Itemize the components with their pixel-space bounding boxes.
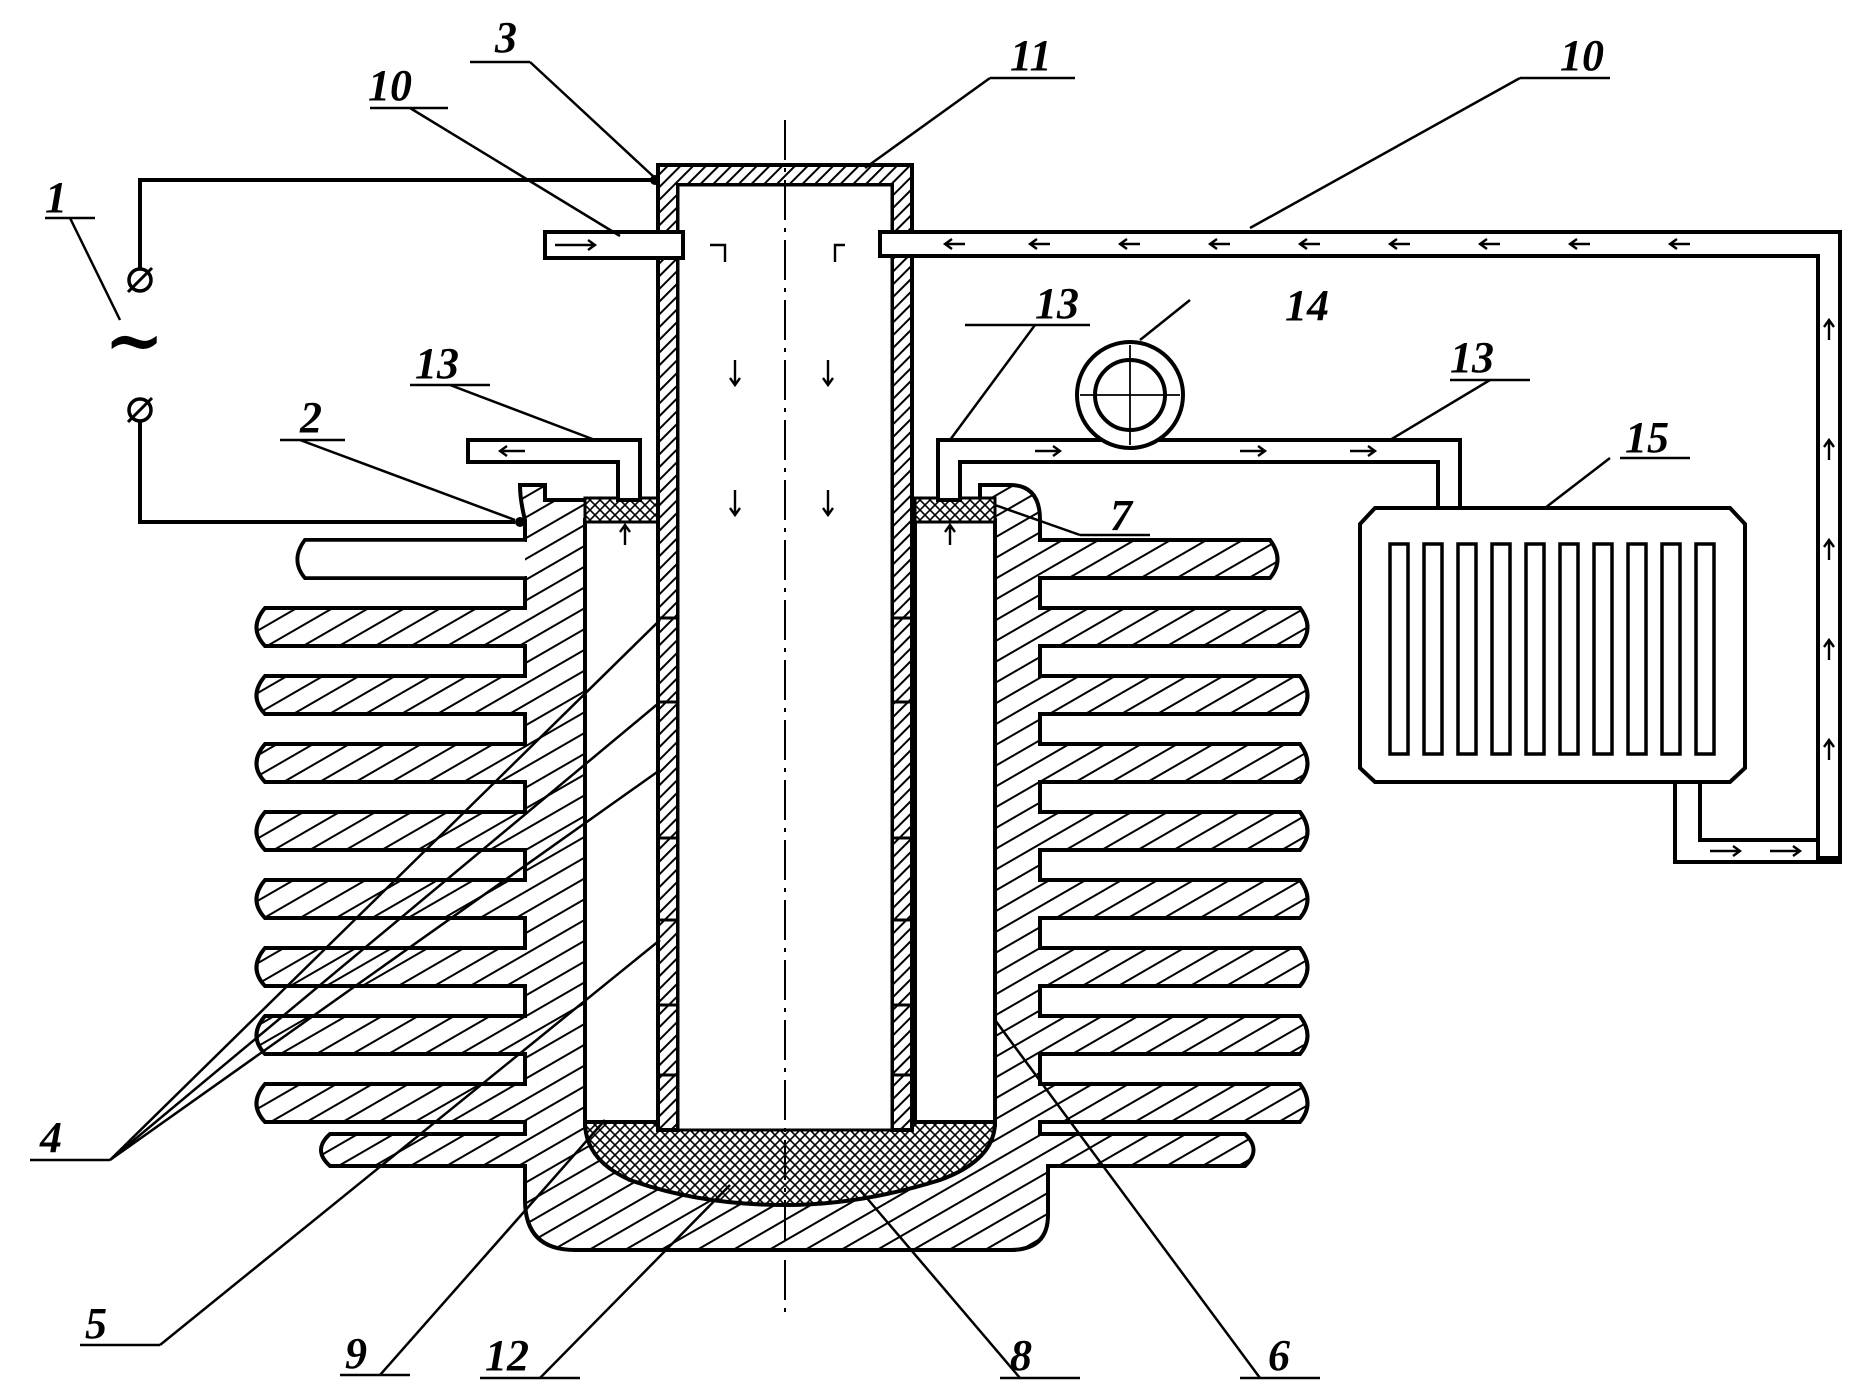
label-10-left: 10 bbox=[368, 61, 412, 110]
power-source: ~ bbox=[104, 175, 660, 527]
label-13-mid: 13 bbox=[1035, 279, 1079, 328]
label-7: 7 bbox=[1110, 491, 1134, 540]
label-13-right: 13 bbox=[1450, 333, 1494, 382]
label-12: 12 bbox=[485, 1331, 529, 1380]
wall-segment-marks bbox=[658, 616, 912, 1077]
label-14: 14 bbox=[1285, 281, 1329, 330]
label-8: 8 bbox=[1010, 1331, 1032, 1380]
outlet-pipe-left bbox=[466, 438, 642, 502]
label-11: 11 bbox=[1010, 31, 1052, 80]
annular-chamber-left bbox=[583, 518, 667, 1127]
label-1: 1 bbox=[45, 173, 67, 222]
return-pipe-bottom bbox=[1673, 240, 1842, 864]
leader-lines bbox=[30, 60, 1690, 1380]
flow-arrows bbox=[497, 238, 1835, 857]
label-2: 2 bbox=[299, 393, 322, 442]
label-13-left: 13 bbox=[415, 339, 459, 388]
label-6: 6 bbox=[1268, 1331, 1290, 1380]
label-3: 3 bbox=[494, 13, 517, 62]
annular-chamber-right bbox=[913, 518, 997, 1127]
label-15: 15 bbox=[1625, 413, 1669, 462]
label-9: 9 bbox=[345, 1329, 367, 1378]
label-4: 4 bbox=[39, 1113, 62, 1162]
labels: 1 2 3 4 5 6 7 8 9 10 10 11 12 13 13 13 1… bbox=[39, 13, 1669, 1380]
ac-symbol: ~ bbox=[104, 297, 164, 382]
label-10-right: 10 bbox=[1560, 31, 1604, 80]
fin-slots-left bbox=[295, 538, 525, 580]
label-5: 5 bbox=[85, 1299, 107, 1348]
pump bbox=[1075, 340, 1185, 450]
radiator bbox=[1358, 506, 1747, 784]
